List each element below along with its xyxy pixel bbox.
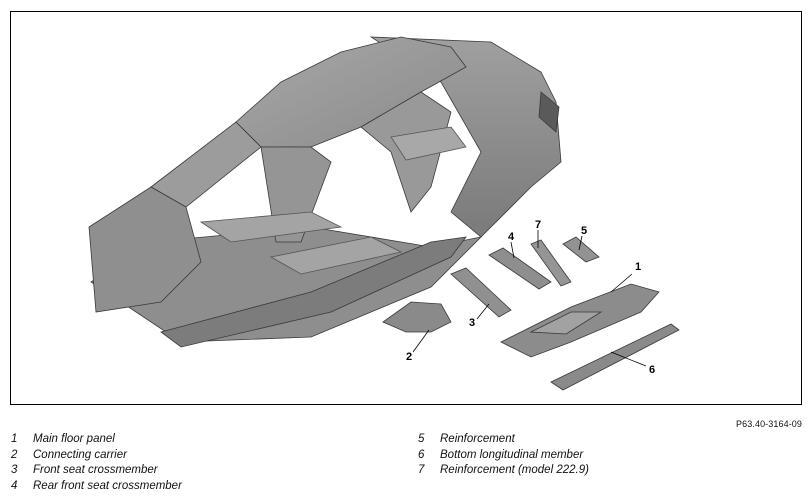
illustration-frame: 1 2 3 4 5 6 7 [10,11,802,405]
part-reinforcement [562,236,600,263]
callout-6: 6 [649,364,655,376]
legend-label: Front seat crossmember [33,464,158,476]
legend-item: 1 Main floor panel [11,432,182,448]
legend-item: 4 Rear front seat crossmember [11,479,182,495]
part-connecting-carrier [382,301,452,333]
callout-2: 2 [406,351,412,363]
callout-7: 7 [535,219,541,231]
legend-number: 5 [418,433,425,445]
legend-item: 5 Reinforcement [418,432,589,448]
legend-number: 4 [11,479,18,492]
legend-left-column: 1 Main floor panel 2 Connecting carrier 3 F… [11,432,182,494]
legend-number: 3 [11,464,18,476]
part-rear-front-seat-crossmember [488,247,552,290]
part-bottom-longitudinal-member [550,323,680,391]
legend-item: 2 Connecting carrier [11,448,182,464]
legend-item: 7 Reinforcement (model 222.9) [418,463,589,479]
body-shell-illustration: 1 2 3 4 5 6 7 [88,36,680,391]
callout-4: 4 [508,231,515,243]
legend-label: Reinforcement [440,433,515,445]
callout-numbers: 1 2 3 4 5 6 7 [406,219,655,376]
legend-number: 7 [418,464,425,476]
legend-label: Connecting carrier [33,448,127,461]
part-front-seat-crossmember [450,267,512,318]
legend-label: Bottom longitudinal member [440,448,584,461]
part-main-floor-panel [500,283,660,358]
callout-5: 5 [581,225,587,237]
legend-item: 6 Bottom longitudinal member [418,448,589,464]
legend-number: 2 [11,448,18,461]
legend-item: 3 Front seat crossmember [11,463,182,479]
legend-label: Rear front seat crossmember [33,479,182,492]
callout-3: 3 [469,317,475,329]
car-body-shell [88,36,562,348]
figure-reference-code: P63.40-3164-09 [736,419,802,429]
callout-leaders [412,230,647,367]
legend-number: 1 [11,433,18,445]
callout-1: 1 [635,261,641,273]
legend-label: Reinforcement (model 222.9) [440,464,589,476]
legend-label: Main floor panel [33,433,115,445]
legend-number: 6 [418,448,425,461]
legend-right-column: 5 Reinforcement 6 Bottom longitudinal memb… [418,432,589,479]
